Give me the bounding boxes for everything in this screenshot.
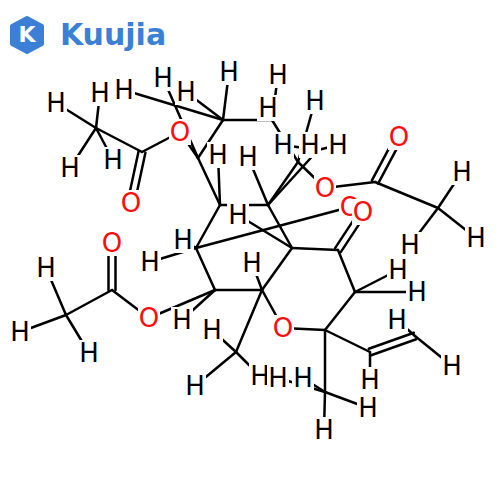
bond-line: [369, 333, 414, 349]
atom-label: H: [406, 279, 428, 305]
atom-label: H: [207, 142, 229, 168]
atom-label: H: [172, 227, 194, 253]
bond-line: [268, 150, 318, 205]
bond-line: [262, 248, 292, 290]
atom-label: H: [237, 144, 259, 170]
atom-label: O: [120, 190, 142, 216]
atom-label: H: [45, 90, 67, 116]
atom-label: H: [357, 395, 379, 421]
atom-label: O: [314, 175, 336, 201]
logo-text: Kuujia: [59, 20, 167, 50]
logo-text: K: [17, 24, 36, 46]
atom-label: H: [267, 62, 289, 88]
atom-label: H: [59, 155, 81, 181]
atom-label: H: [218, 59, 240, 85]
atom-label: H: [359, 367, 381, 393]
logo-hexagon: [12, 18, 42, 52]
atom-label: H: [9, 319, 31, 345]
atom-label: O: [272, 315, 294, 341]
atom-label: H: [139, 249, 161, 275]
atom-label: H: [113, 77, 135, 103]
atom-label: H: [152, 65, 174, 91]
atom-label: H: [78, 340, 100, 366]
atom-label: H: [292, 365, 314, 391]
atom-label: H: [465, 225, 487, 251]
atom-label: H: [227, 202, 249, 228]
atom-label: H: [102, 147, 124, 173]
atom-label: H: [272, 132, 294, 158]
atom-label: H: [175, 79, 197, 105]
bond-line: [292, 248, 338, 250]
bond-line: [124, 90, 223, 120]
atom-label: H: [313, 417, 335, 443]
atom-label: H: [257, 95, 279, 121]
bond-line: [325, 330, 370, 352]
atom-label: H: [267, 365, 289, 391]
bond-line: [371, 339, 416, 355]
atom-label: H: [89, 80, 111, 106]
atom-label: H: [399, 232, 421, 258]
bond-group: [20, 72, 476, 430]
bond-line: [375, 182, 438, 208]
atom-label: H: [304, 88, 326, 114]
bond-line: [272, 120, 298, 162]
atom-label: H: [171, 307, 193, 333]
atom-label: H: [441, 353, 463, 379]
logo-mark: [12, 18, 42, 52]
atom-label: H: [241, 250, 263, 276]
atom-label: H: [184, 373, 206, 399]
atom-label: H: [35, 255, 57, 281]
atom-label: O: [169, 119, 191, 145]
atom-label: H: [201, 317, 223, 343]
bond-line: [66, 290, 112, 315]
atom-label: O: [352, 199, 374, 225]
bond-line: [324, 330, 327, 392]
bond-line: [215, 289, 262, 292]
atom-label: O: [388, 124, 410, 150]
atom-label: O: [138, 305, 160, 331]
atom-label: H: [327, 132, 349, 158]
atom-label: H: [451, 159, 473, 185]
bond-line: [196, 207, 350, 248]
atom-label: H: [386, 307, 408, 333]
bond-line: [196, 248, 215, 290]
bond-line: [338, 250, 355, 292]
atom-label: H: [299, 132, 321, 158]
atom-label: O: [101, 230, 123, 256]
bond-line: [236, 290, 262, 352]
bond-line: [325, 292, 355, 330]
